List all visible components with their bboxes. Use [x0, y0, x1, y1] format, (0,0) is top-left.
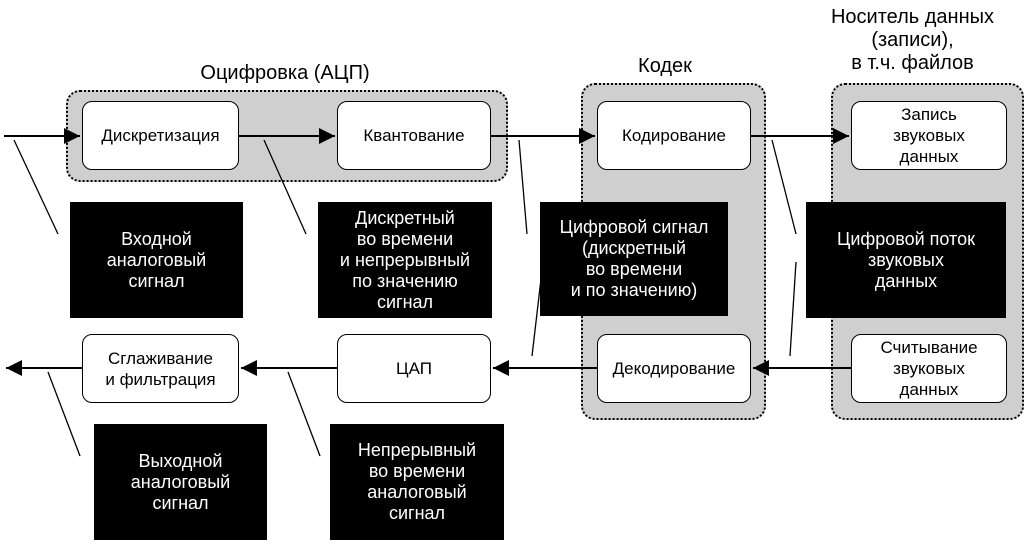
leader-digital-signal-top — [518, 139, 528, 235]
discrete-time-signal-note: Дискретный во времени и непрерывный по з… — [318, 202, 492, 318]
digital-stream-note: Цифровой поток звуковых данных — [806, 202, 1006, 318]
leader-digital-stream-top — [771, 139, 797, 235]
digital-signal-note: Цифровой сигнал (дискретный во времени и… — [540, 202, 728, 316]
quantization-block[interactable]: Квантование — [337, 101, 491, 170]
read-audio-block[interactable]: Считывание звуковых данных — [851, 334, 1007, 403]
input-signal-note: Входной аналоговый сигнал — [70, 202, 243, 318]
encoding-block[interactable]: Кодирование — [597, 101, 751, 170]
adc-group-title: Оцифровка (АЦП) — [200, 62, 370, 84]
leader-output-signal — [47, 371, 81, 457]
leader-input-signal — [13, 139, 59, 235]
storage-group-title: Носитель данных (записи), в т.ч. файлов — [830, 6, 995, 74]
output-signal-note: Выходной аналоговый сигнал — [94, 424, 267, 540]
sampling-block[interactable]: Дискретизация — [82, 101, 239, 170]
leader-continuous-signal — [287, 371, 321, 457]
leader-discrete-time — [263, 139, 307, 235]
continuous-signal-note: Непрерывный во времени аналоговый сигнал — [330, 424, 504, 540]
decoding-block[interactable]: Декодирование — [597, 334, 751, 403]
dac-block[interactable]: ЦАП — [337, 334, 491, 403]
leader-digital-stream-bottom — [789, 261, 797, 357]
write-audio-block[interactable]: Запись звуковых данных — [851, 101, 1007, 170]
codec-group-title: Кодек — [638, 55, 692, 77]
smoothing-block[interactable]: Сглаживание и фильтрация — [82, 334, 239, 403]
leader-digital-signal-bottom — [531, 261, 544, 357]
